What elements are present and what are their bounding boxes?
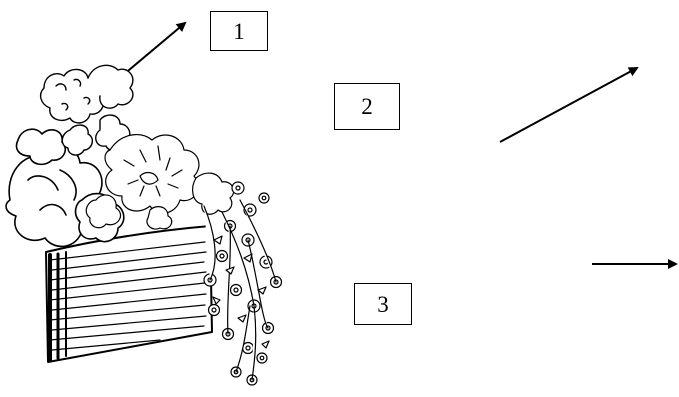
top-flower-cluster	[39, 64, 134, 156]
pot-body	[45, 225, 213, 363]
label-box-1: 1	[210, 11, 268, 51]
trailing-flowers	[192, 172, 283, 386]
pot-hatching	[48, 241, 207, 362]
label-box-3: 3	[354, 283, 412, 325]
label-2-text: 2	[361, 94, 373, 119]
label-3-text: 3	[377, 291, 389, 317]
arrow-label-2	[499, 67, 639, 143]
label-box-2: 2	[334, 83, 400, 130]
label-1-text: 1	[233, 18, 245, 44]
central-foliage	[85, 133, 200, 230]
flower-pot-illustration	[5, 64, 283, 386]
